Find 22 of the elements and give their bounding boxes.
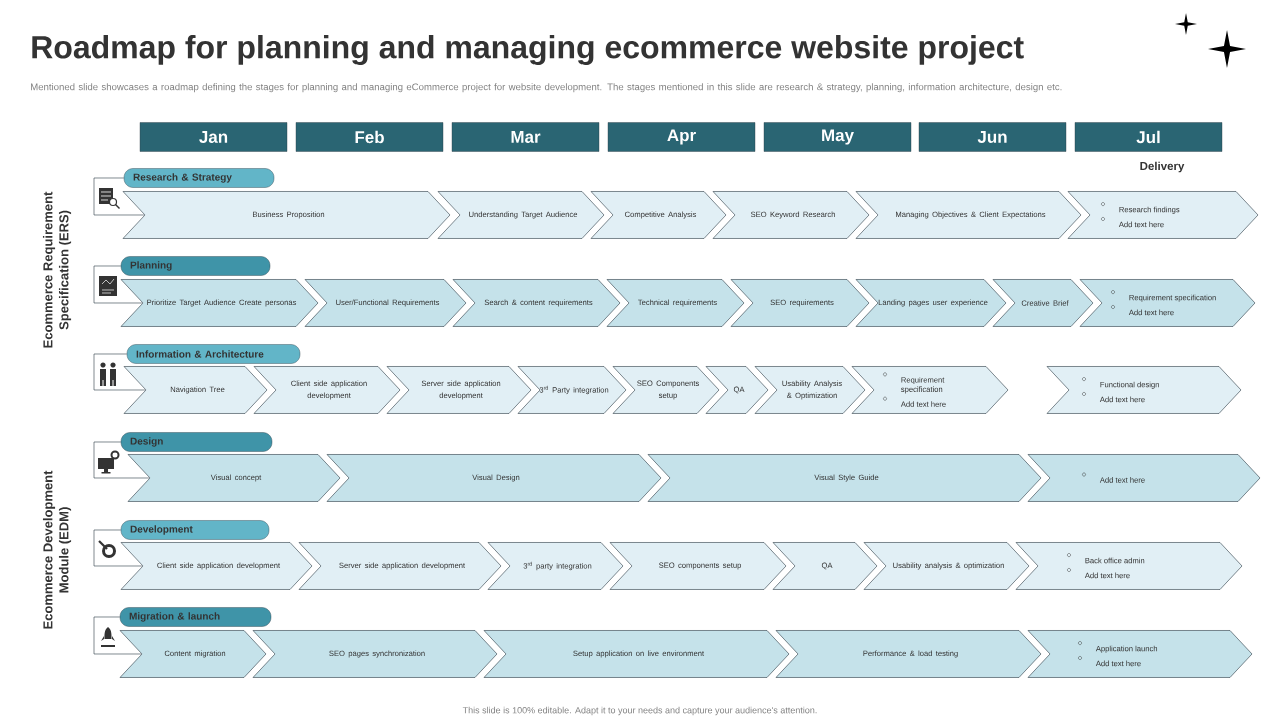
bracket-line <box>93 265 143 304</box>
month-header: May <box>763 122 912 152</box>
phase-tag: Research & Strategy <box>123 168 275 188</box>
description: Mentioned slide showcases a roadmap defining the stages for planning and managing eCommerce project for website development. The stages mentioned in this slide are research & strategy, planning, information architecture, design etc. <box>31 83 1062 93</box>
month-header: Mar <box>451 122 600 152</box>
bracket-line <box>93 616 142 655</box>
phase-tag: Information & Architecture <box>126 344 301 364</box>
month-header: Jul <box>1074 122 1223 152</box>
month-header: Apr <box>607 122 756 152</box>
footer-note: This slide is 100% editable. Adapt it to your needs and capture your audience's attention. <box>462 706 817 716</box>
month-header: Jan <box>139 122 288 152</box>
phase-tag: Development <box>120 520 270 540</box>
month-header: Jun <box>918 122 1067 152</box>
section-label: Ecommerce Development Module (EDM) <box>42 470 72 629</box>
bracket-line <box>93 441 150 479</box>
column-label: Delivery <box>1140 161 1185 173</box>
phase-tag: Migration & launch <box>119 607 272 627</box>
month-header: Feb <box>295 122 444 152</box>
phase-tag: Planning <box>120 256 271 276</box>
phase-tag: Design <box>120 432 273 452</box>
section-label: Ecommerce Requirement Specification (ERS) <box>42 191 72 348</box>
title: Roadmap for planning and managing ecommerce website project <box>32 35 1024 65</box>
